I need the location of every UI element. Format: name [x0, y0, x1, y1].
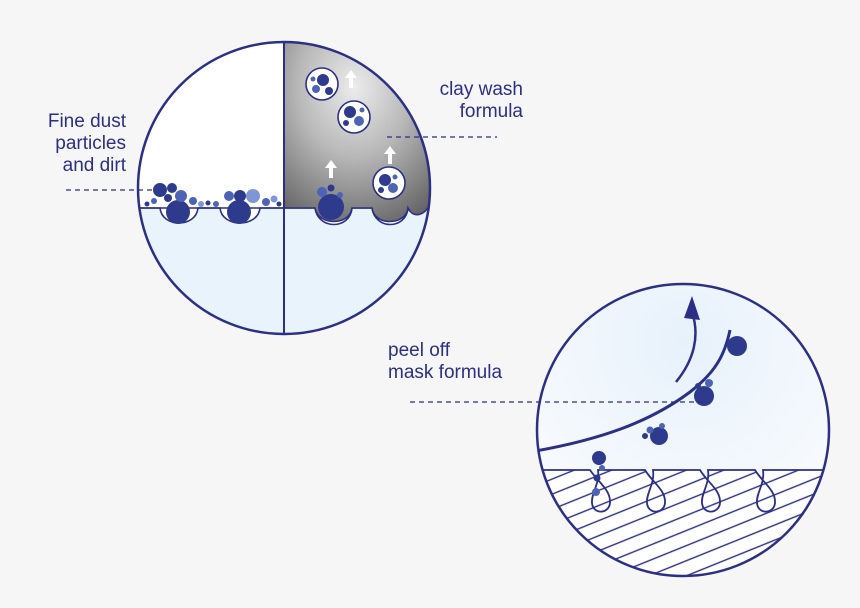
clay-wash-circle	[130, 30, 440, 350]
skin-layer-right	[284, 208, 440, 350]
skin-layer-left	[130, 208, 290, 350]
peel-off-circle	[530, 280, 840, 590]
